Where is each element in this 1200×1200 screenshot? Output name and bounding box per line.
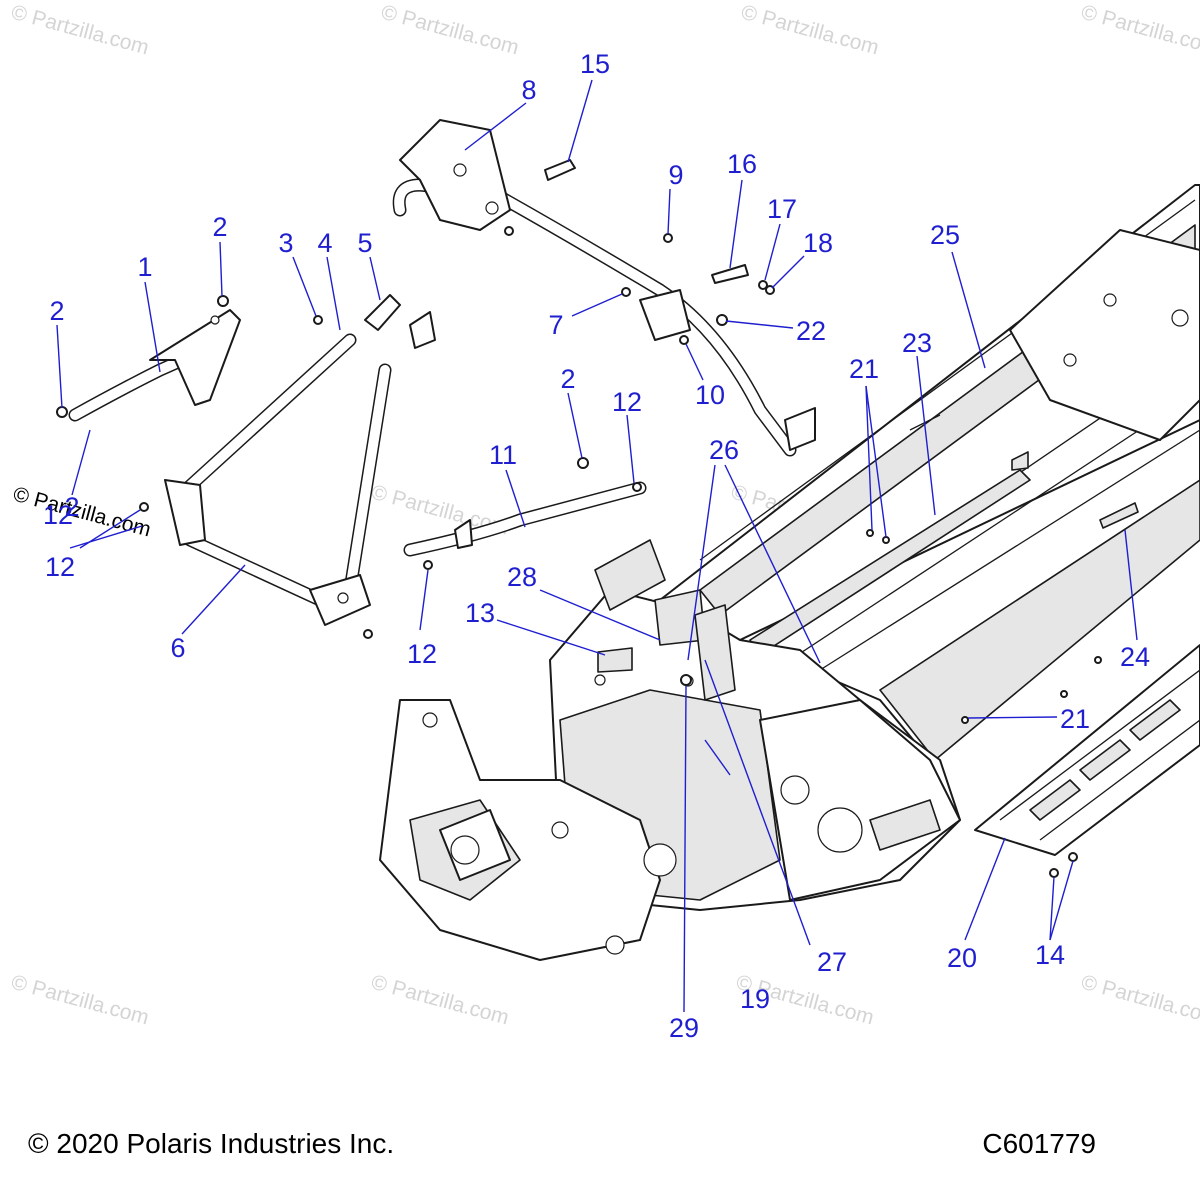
- callout-12: 12: [45, 552, 75, 582]
- watermark: © Partzilla.com: [379, 1, 522, 60]
- leader-lines: [56, 79, 1138, 1013]
- callout-22: 22: [796, 316, 826, 346]
- callout-10: 10: [695, 380, 725, 410]
- callout-20: 20: [947, 943, 977, 973]
- callout-12: 12: [612, 387, 642, 417]
- drawing-number: C601779: [982, 1128, 1096, 1159]
- callout-13: 13: [465, 598, 495, 628]
- callout-2: 2: [212, 212, 227, 242]
- watermark: © Partzilla.com: [9, 1, 152, 60]
- watermark: © Partzilla.com: [1079, 1, 1200, 60]
- callout-4: 4: [317, 228, 332, 258]
- small-brackets: [364, 159, 749, 349]
- copyright-notice: © 2020 Polaris Industries Inc.: [28, 1128, 395, 1159]
- watermark: © Partzilla.com: [1079, 971, 1200, 1030]
- callout-12: 12: [407, 639, 437, 669]
- callout-2: 2: [49, 296, 64, 326]
- watermark-dark: © Partzilla.com: [11, 483, 154, 542]
- callout-26: 26: [709, 435, 739, 465]
- watermark: © Partzilla.com: [739, 1, 882, 60]
- callout-1: 1: [137, 252, 152, 282]
- callout-29: 29: [669, 1013, 699, 1043]
- tunnel-assembly: [659, 184, 1200, 761]
- callout-24: 24: [1120, 642, 1150, 672]
- callout-17: 17: [767, 194, 797, 224]
- callout-14: 14: [1035, 940, 1065, 970]
- bulkhead-assembly: [549, 539, 961, 911]
- callout-15: 15: [580, 49, 610, 79]
- callout-5: 5: [357, 228, 372, 258]
- callout-7: 7: [548, 310, 563, 340]
- callout-18: 18: [803, 228, 833, 258]
- callout-16: 16: [727, 149, 757, 179]
- callout-2: 2: [64, 492, 79, 522]
- callout-9: 9: [668, 160, 683, 190]
- frame-tubes: [68, 309, 647, 626]
- steering-support: [392, 119, 816, 457]
- callout-11: 11: [489, 440, 517, 470]
- callout-8: 8: [521, 75, 536, 105]
- callout-2: 2: [560, 364, 575, 394]
- callout-12: 12: [43, 500, 73, 530]
- callout-3: 3: [278, 228, 293, 258]
- callout-19: 19: [740, 984, 770, 1014]
- callout-27: 27: [817, 947, 847, 977]
- watermark: © Partzilla.com: [9, 971, 152, 1030]
- callout-21: 21: [849, 354, 879, 384]
- callout-6: 6: [170, 633, 185, 663]
- callout-23: 23: [902, 328, 932, 358]
- front-chassis: [379, 699, 677, 961]
- callout-21: 21: [1060, 704, 1090, 734]
- callout-labels: 1 2 2 2 3 4 5 6 7 8 9 10 11 12 12 12 12 …: [43, 49, 1150, 1043]
- callout-28: 28: [507, 562, 537, 592]
- running-board: [974, 644, 1200, 856]
- watermark: © Partzilla.com: [369, 971, 512, 1030]
- callout-25: 25: [930, 220, 960, 250]
